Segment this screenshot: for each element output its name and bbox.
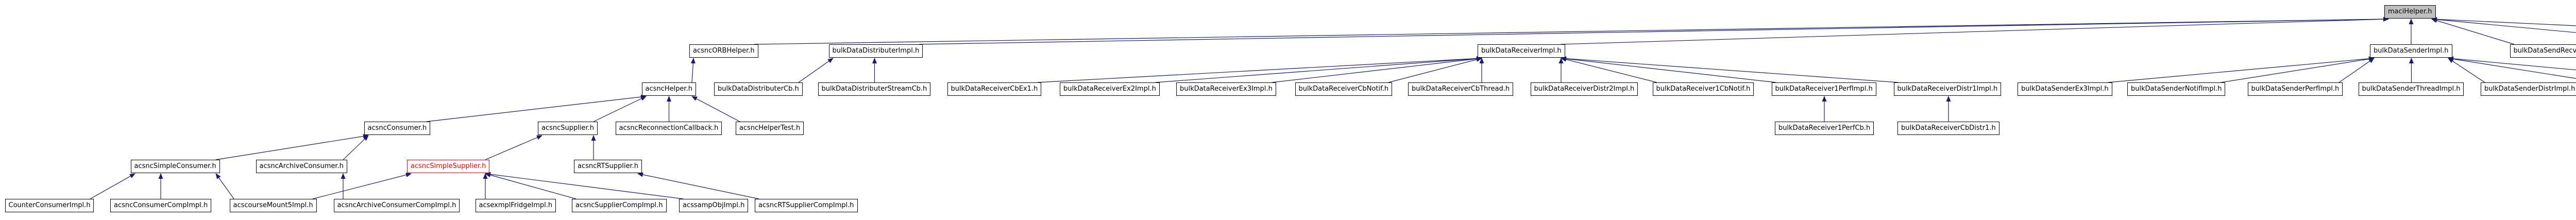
graph-node-acsncRTSupplier[interactable]: acsncRTSupplier.h (574, 160, 642, 173)
graph-node-acsncArchiveConsumerCompImpl[interactable]: acsncArchiveConsumerCompImpl.h (333, 199, 460, 212)
include-edge-bulkDataSenderEx1Impl-to-bulkDataSenderImpl (2448, 57, 2576, 79)
include-edge-bulkDataReceiver1PerfImpl-to-bulkDataReceiverImpl (1561, 56, 1776, 83)
include-edge-acscourseMount5Impl-to-acsncSimpleConsumer (215, 173, 234, 199)
graph-node-bulkDataSenderThreadImpl[interactable]: bulkDataSenderThreadImpl.h (2358, 82, 2464, 96)
graph-node-bulkDataReceiverCbDistr1[interactable]: bulkDataReceiverCbDistr1.h (1897, 122, 1999, 135)
graph-node-bulkDataReceiverCbNotif[interactable]: bulkDataReceiverCbNotif.h (1295, 82, 1393, 96)
graph-node-bulkDataDistributerCb[interactable]: bulkDataDistributerCb.h (714, 82, 803, 96)
include-edge-bulkDataDistributerImpl-to-maciHelper (919, 16, 2389, 45)
include-edge-acsncHelperTest-to-acsncHelper (691, 96, 740, 122)
include-edge-acscourseMount5Impl-to-acsncSimpleSupplier (312, 173, 412, 199)
graph-node-acsncHelperTest[interactable]: acsncHelperTest.h (736, 122, 804, 135)
graph-node-bulkDataReceiver1CbNotif[interactable]: bulkDataReceiver1CbNotif.h (1652, 82, 1754, 96)
graph-node-bulkDataDistributerStreamCb[interactable]: bulkDataDistributerStreamCb.h (818, 82, 931, 96)
include-edge-bulkDataReceiverImpl-to-maciHelper (1561, 16, 2389, 45)
graph-node-acsncConsumer[interactable]: acsncConsumer.h (364, 122, 431, 135)
graph-node-acsncReconnectionCallback[interactable]: acsncReconnectionCallback.h (615, 122, 722, 135)
include-edge-acsncSimpleConsumer-to-acsncConsumer (215, 134, 369, 160)
graph-node-maciHelper[interactable]: maciHelper.h (2384, 5, 2436, 19)
include-edge-bulkDataNTSenderImpl-to-maciHelper (2431, 16, 2576, 26)
graph-node-bulkDataReceiverEx2Impl[interactable]: bulkDataReceiverEx2Impl.h (1060, 82, 1160, 96)
graph-node-acsncHelper[interactable]: acsncHelper.h (641, 82, 696, 96)
graph-node-acsncArchiveConsumer[interactable]: acsncArchiveConsumer.h (256, 160, 347, 173)
include-edge-bulkDataNTReceiverImpl-to-maciHelper (2431, 17, 2576, 33)
include-edge-acsncRTSupplierCompImpl-to-acsncRTSupplier (637, 172, 759, 199)
include-edge-bulkDataSenderEx3Impl-to-bulkDataSenderImpl (2108, 56, 2375, 83)
include-edge-acsncSupplier-to-acsncHelper (593, 96, 647, 122)
graph-node-bulkDataReceiver1PerfCb[interactable]: bulkDataReceiver1PerfCb.h (1775, 122, 1874, 135)
include-edge-acsncORBHelper-to-maciHelper (754, 16, 2389, 45)
include-edge-acssampObjImpl-to-acsncSimpleSupplier (485, 172, 684, 199)
include-edge-bulkDataSendRecvImpl-to-maciHelper (2431, 18, 2515, 45)
graph-node-bulkDataSenderEx3Impl[interactable]: bulkDataSenderEx3Impl.h (2018, 82, 2112, 96)
include-edge-acsncSimpleSupplier-to-acsncSupplier (485, 135, 543, 160)
graph-node-acsexmplFridgeImpl[interactable]: acsexmplFridgeImpl.h (475, 199, 556, 212)
graph-node-acsncSupplierCompImpl[interactable]: acsncSupplierCompImpl.h (572, 199, 667, 212)
include-edge-bulkDataReceiverCbNotif-to-bulkDataReceiverImpl (1388, 57, 1482, 83)
include-edge-acsncConsumer-to-acsncHelper (426, 94, 647, 122)
graph-node-acsncSupplier[interactable]: acsncSupplier.h (538, 122, 598, 135)
graph-node-bulkDataReceiverCbThread[interactable]: bulkDataReceiverCbThread.h (1408, 82, 1514, 96)
include-edge-bulkDataReceiver1CbNotif-to-bulkDataReceiverImpl (1561, 57, 1657, 83)
graph-node-bulkDataReceiver1PerfImpl[interactable]: bulkDataReceiver1PerfImpl.h (1771, 82, 1876, 96)
include-edge-bulkDataSenderEx2Impl-to-bulkDataSenderImpl (2448, 56, 2576, 71)
include-edge-bulkDataSenderNotifImpl-to-bulkDataSenderImpl (2221, 57, 2375, 83)
graph-node-acsncSimpleConsumer[interactable]: acsncSimpleConsumer.h (130, 160, 220, 173)
graph-node-acssampObjImpl[interactable]: acssampObjImpl.h (679, 199, 749, 212)
include-edge-bulkDataReceiverEx2Impl-to-bulkDataReceiverImpl (1155, 56, 1482, 83)
graph-node-acsncSimpleSupplier[interactable]: acsncSimpleSupplier.h (407, 160, 490, 173)
include-edge-bulkDataDistributerCb-to-bulkDataDistributerImpl (798, 58, 834, 83)
graph-node-bulkDataSendRecvImpl[interactable]: bulkDataSendRecvImpl.h (2510, 44, 2576, 58)
include-edge-bulkDataSenderDistrImpl-to-bulkDataSenderImpl (2448, 58, 2485, 83)
graph-node-acsncORBHelper[interactable]: acsncORBHelper.h (689, 44, 758, 58)
graph-node-acscourseMount5Impl[interactable]: acscourseMount5Impl.h (229, 199, 317, 212)
graph-node-bulkDataReceiverDistr2Impl[interactable]: bulkDataReceiverDistr2Impl.h (1530, 82, 1638, 96)
include-edge-acsncSupplierCompImpl-to-acsncSimpleSupplier (485, 173, 577, 199)
graph-node-bulkDataDistributerImpl[interactable]: bulkDataDistributerImpl.h (828, 44, 923, 58)
graph-node-bulkDataSenderPerfImpl[interactable]: bulkDataSenderPerfImpl.h (2247, 82, 2343, 96)
include-edge-CounterConsumerImpl-to-acsncSimpleConsumer (90, 173, 135, 199)
graph-node-bulkDataSenderDistrImpl[interactable]: bulkDataSenderDistrImpl.h (2481, 82, 2576, 96)
graph-node-acsncRTSupplierCompImpl[interactable]: acsncRTSupplierCompImpl.h (755, 199, 858, 212)
include-edge-acsncHelper-to-acsncORBHelper (690, 58, 696, 83)
graph-node-bulkDataSenderImpl[interactable]: bulkDataSenderImpl.h (2370, 44, 2452, 58)
graph-node-CounterConsumerImpl[interactable]: CounterConsumerImpl.h (5, 199, 94, 212)
include-edge-bulkDataReceiverCbEx1-to-bulkDataReceiverImpl (1037, 56, 1482, 83)
graph-node-bulkDataReceiverEx3Impl[interactable]: bulkDataReceiverEx3Impl.h (1176, 82, 1276, 96)
graph-node-acsncConsumerCompImpl[interactable]: acsncConsumerCompImpl.h (110, 199, 212, 212)
graph-node-bulkDataReceiverImpl[interactable]: bulkDataReceiverImpl.h (1478, 44, 1565, 58)
include-edge-bulkDataSenderPerfImpl-to-bulkDataSenderImpl (2338, 58, 2375, 83)
include-edge-acsncArchiveConsumer-to-acsncConsumer (343, 135, 369, 160)
include-edge-bulkDataReceiverDistr1Impl-to-bulkDataReceiverImpl (1561, 56, 1899, 83)
graph-node-bulkDataReceiverCbEx1[interactable]: bulkDataReceiverCbEx1.h (947, 82, 1042, 96)
graph-node-bulkDataSenderNotifImpl[interactable]: bulkDataSenderNotifImpl.h (2127, 82, 2226, 96)
include-edge-bulkDataReceiverEx3Impl-to-bulkDataReceiverImpl (1272, 56, 1482, 83)
graph-node-bulkDataReceiverDistr1Impl[interactable]: bulkDataReceiverDistr1Impl.h (1893, 82, 2002, 96)
